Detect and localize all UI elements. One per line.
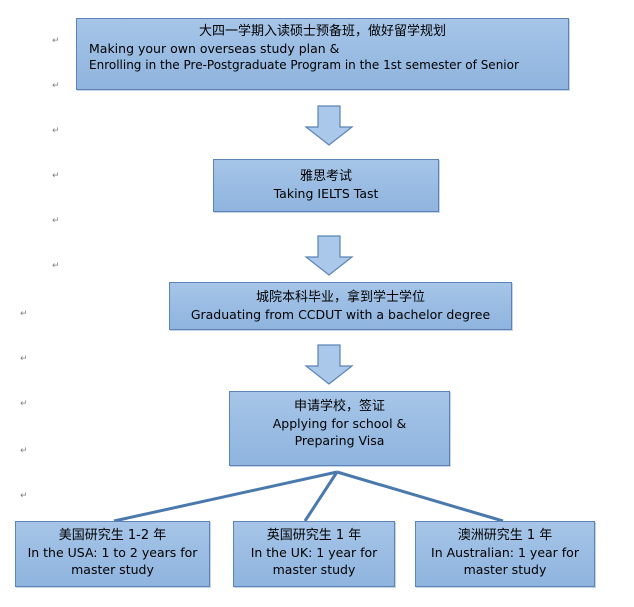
branch-australia-title-cn: 澳洲研究生 1 年 xyxy=(457,528,553,543)
paragraph-mark-10: ↵ xyxy=(20,446,28,456)
branch-uk-line-en-1: In the UK: 1 year for xyxy=(250,545,378,560)
branch-australia-line-en-2: master study xyxy=(463,562,547,577)
branch-box-uk: 英国研究生 1 年 In the UK: 1 year for master s… xyxy=(233,521,395,587)
step-box-application-visa: 申请学校，签证 Applying for school & Preparing … xyxy=(229,391,450,466)
branch-usa-title-cn: 美国研究生 1-2 年 xyxy=(58,528,167,543)
branch-line-uk xyxy=(303,471,339,522)
step-2-line-en: Taking IELTS Tast xyxy=(273,186,379,201)
step-box-study-plan: 大四一学期入读硕士预备班，做好留学规划 Making your own over… xyxy=(76,18,569,90)
step-4-line-en-1: Applying for school & xyxy=(272,416,407,431)
paragraph-mark-9: ↵ xyxy=(20,399,28,409)
paragraph-mark-1: ↵ xyxy=(52,36,60,46)
branch-uk-title-cn: 英国研究生 1 年 xyxy=(266,528,362,543)
paragraph-mark-8: ↵ xyxy=(20,354,28,364)
paragraph-mark-11: ↵ xyxy=(20,491,28,501)
branch-uk-line-en-2: master study xyxy=(272,562,356,577)
paragraph-mark-6: ↵ xyxy=(52,261,60,271)
step-box-ielts: 雅思考试 Taking IELTS Tast xyxy=(213,159,439,212)
step-1-title-cn: 大四一学期入读硕士预备班，做好留学规划 xyxy=(198,24,446,39)
down-arrow-1 xyxy=(304,105,354,146)
step-3-title-cn: 城院本科毕业，拿到学士学位 xyxy=(255,290,425,305)
branch-line-australia xyxy=(336,470,504,523)
paragraph-mark-2: ↵ xyxy=(52,81,60,91)
step-4-line-en-2: Preparing Visa xyxy=(294,433,385,448)
branch-australia-line-en-1: In Australian: 1 year for xyxy=(431,545,579,560)
paragraph-mark-4: ↵ xyxy=(52,171,60,181)
paragraph-mark-3: ↵ xyxy=(52,126,60,136)
branch-usa-line-en-2: master study xyxy=(71,562,154,577)
step-2-title-cn: 雅思考试 xyxy=(299,169,352,184)
step-3-line-en: Graduating from CCDUT with a bachelor de… xyxy=(190,307,491,322)
step-1-line-en-2: Enrolling in the Pre-Postgraduate Progra… xyxy=(89,58,519,72)
branch-box-australia: 澳洲研究生 1 年 In Australian: 1 year for mast… xyxy=(415,521,595,587)
step-4-title-cn: 申请学校，签证 xyxy=(293,399,385,414)
down-arrow-2 xyxy=(304,235,354,276)
paragraph-mark-5: ↵ xyxy=(52,216,60,226)
branch-line-usa xyxy=(113,470,338,523)
step-box-graduation: 城院本科毕业，拿到学士学位 Graduating from CCDUT with… xyxy=(169,282,512,330)
paragraph-mark-7: ↵ xyxy=(20,309,28,319)
down-arrow-3 xyxy=(304,344,354,385)
branch-box-usa: 美国研究生 1-2 年 In the USA: 1 to 2 years for… xyxy=(15,521,210,587)
branch-usa-line-en-1: In the USA: 1 to 2 years for xyxy=(27,545,198,560)
step-1-line-en-1: Making your own overseas study plan & xyxy=(89,41,340,56)
